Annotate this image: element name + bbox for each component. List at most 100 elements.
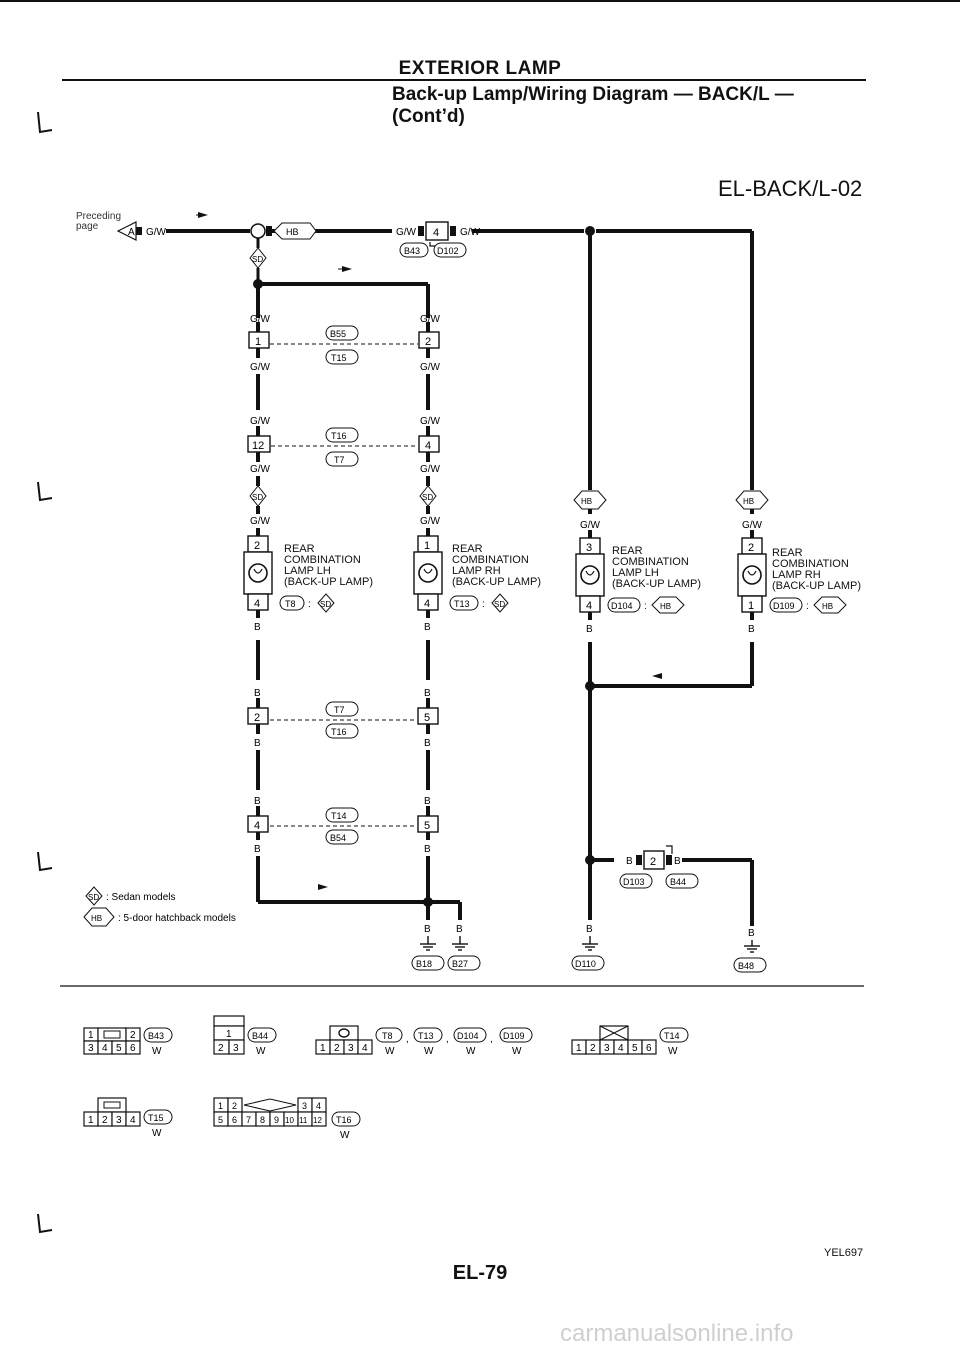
pin-number: 4: [424, 598, 430, 610]
pin-number: 1: [576, 1043, 582, 1054]
connector-id: D104: [457, 1031, 479, 1041]
wire-color-label: G/W: [250, 416, 271, 427]
hb-tag-text: HB: [743, 497, 754, 506]
lamp-label-line: LAMP LH: [612, 567, 659, 579]
left-b-wires: [256, 640, 430, 920]
lamp-label-4: REAR COMBINATION LAMP RH (BACK-UP LAMP): [772, 548, 861, 592]
preceding-line1: Preceding: [76, 211, 122, 222]
connector-id: T8: [382, 1031, 393, 1041]
pin-number: 4: [130, 1115, 136, 1126]
hb-tag-text: HB: [660, 602, 671, 611]
separator-comma: ,: [490, 1034, 493, 1045]
connector-id: T13: [418, 1031, 434, 1041]
lamp-model-tags: SD SD HB HB: [249, 485, 769, 510]
wire-color-label: G/W: [420, 416, 441, 427]
splice-dot: [585, 226, 595, 236]
hb-tag-text: HB: [822, 602, 833, 611]
separator-colon: :: [308, 599, 311, 610]
sd-branch: SD: [249, 238, 430, 318]
connector-id: D109: [773, 601, 795, 611]
lamp-label-line: LAMP RH: [772, 569, 821, 581]
hb-tag-text: HB: [581, 497, 592, 506]
pin-number: 1: [320, 1043, 326, 1054]
lamp-label-line: (BACK-UP LAMP): [284, 576, 374, 588]
wire-color-label: B: [254, 844, 261, 855]
pin-number: 1: [88, 1115, 94, 1126]
lamp-label-line: REAR: [452, 543, 483, 555]
connector-face-t14: 1 2 3 4 5 6 T14 W: [571, 1025, 689, 1057]
pin-number: 2: [218, 1043, 224, 1054]
wire-color-label: B: [586, 624, 593, 635]
ground-b18-b27: B B B18 B27: [411, 897, 481, 971]
connector-color: W: [668, 1046, 678, 1057]
pin-number: 3: [88, 1043, 94, 1054]
connector-color: W: [256, 1046, 266, 1057]
pin-number: 3: [604, 1043, 610, 1054]
pin-number: 3: [302, 1101, 307, 1111]
separator-colon: :: [482, 599, 485, 610]
page-number: EL-79: [452, 1262, 508, 1284]
pin-number: 4: [316, 1101, 321, 1111]
lamp-label-line: (BACK-UP LAMP): [772, 580, 862, 592]
pin-number: 2: [334, 1043, 340, 1054]
wire-color-label: G/W: [420, 516, 441, 527]
pin-number: 4: [433, 227, 439, 239]
wire-color-label: B: [674, 856, 681, 867]
wire-color-label: G/W: [420, 464, 441, 475]
preceding-connector-a: A G/W: [116, 212, 208, 241]
pin-number: 6: [130, 1043, 136, 1054]
hb-tag-text: HB: [91, 914, 102, 923]
wire-color-label: B: [424, 924, 431, 935]
binding-mark: [37, 111, 53, 134]
wire-color-label: B: [748, 624, 755, 635]
connector-face-b44: 1 2 3 B44 W: [213, 1015, 277, 1057]
sd-tag-text: SD: [88, 893, 99, 902]
pin-number: 5: [218, 1115, 223, 1125]
connector-id: T8: [285, 599, 296, 609]
lamp-label-line: REAR: [612, 545, 643, 557]
connector-t14-b54: B B 4 5 T14 B54 B B: [247, 796, 439, 855]
wire-color-label: B: [424, 622, 431, 633]
pin-number: 6: [646, 1043, 652, 1054]
wire-color-label: G/W: [460, 227, 481, 238]
lamp-label-line: COMBINATION: [772, 558, 849, 570]
connector-d103-b44: B 2 B D103 B44: [619, 845, 699, 889]
connector-id: B43: [404, 246, 420, 256]
watermark: carmanualsonline.info: [560, 1320, 794, 1347]
lamp-label-line: LAMP LH: [284, 565, 331, 577]
connector-color: W: [512, 1046, 522, 1057]
pin-number: 3: [116, 1115, 122, 1126]
preceding-letter: A: [128, 227, 135, 238]
separator-colon: :: [806, 601, 809, 612]
binding-mark: [37, 851, 53, 872]
lamp-symbol-1: 2 4: [243, 528, 273, 618]
flow-arrow: [318, 884, 328, 890]
pin-number: 2: [232, 1101, 237, 1111]
pin-number: 1: [255, 336, 261, 348]
wire-color-label: G/W: [250, 314, 271, 325]
hb-open-splice: [250, 223, 266, 239]
connector-id: B43: [148, 1031, 164, 1041]
reference-code: YEL697: [824, 1247, 864, 1259]
lamp-symbol-3: 3 4: [575, 530, 605, 620]
diagram-code: EL-BACK/L-02: [718, 176, 863, 201]
pin-number: 5: [116, 1043, 122, 1054]
sd-tag-text: SD: [252, 493, 263, 502]
pin-number: 3: [348, 1043, 354, 1054]
main-gw-wire: [166, 229, 754, 490]
connector-color: W: [152, 1046, 162, 1057]
connector-color: W: [385, 1046, 395, 1057]
pin-number: 12: [252, 440, 264, 452]
pin-number: 6: [232, 1115, 237, 1125]
pin-number: 2: [102, 1115, 108, 1126]
connector-id: D102: [437, 246, 459, 256]
connector-id: B55: [330, 329, 346, 339]
connector-id: B48: [738, 961, 754, 971]
connector-id: T14: [331, 811, 347, 821]
lamp-label-line: COMBINATION: [612, 556, 689, 568]
pin-number: 4: [425, 440, 431, 452]
lamp-label-line: (BACK-UP LAMP): [452, 576, 542, 588]
pin-number: 1: [226, 1029, 232, 1040]
lamp-label-line: LAMP RH: [452, 565, 501, 577]
